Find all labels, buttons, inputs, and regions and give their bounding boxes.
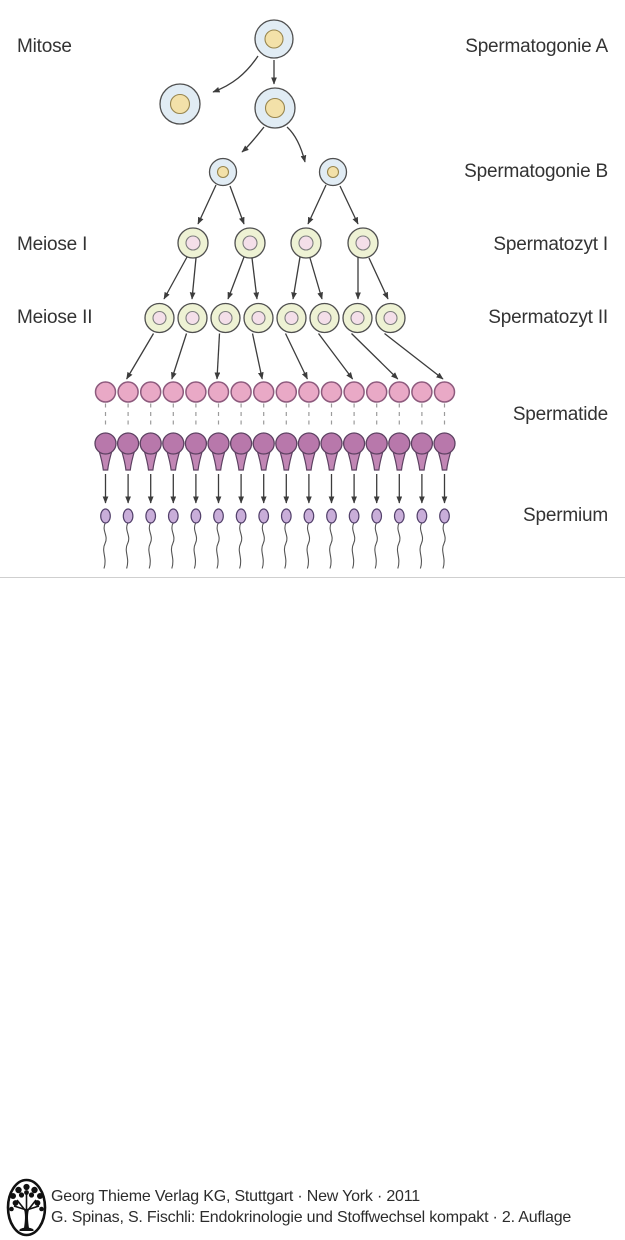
- label-spermatozyt-2: Spermatozyt II: [488, 307, 608, 328]
- spermatozyt2-cells: [144, 302, 406, 334]
- spermatogonie-b-cells: [208, 157, 348, 187]
- publisher-line: Georg Thieme Verlag KG, Stuttgart · New …: [51, 1188, 420, 1205]
- spermatide-to-spermium-arrows: [102, 474, 448, 504]
- label-spermatogonie-a: Spermatogonie A: [465, 36, 608, 57]
- spermatogonie-a-cells: [159, 19, 296, 129]
- spermatide-teardrop-row: [94, 432, 456, 471]
- spermatide-maturation-dashes: [104, 403, 446, 429]
- spermatogenesis-diagram: Mitose Meiose I Meiose II Spermatogonie …: [0, 0, 625, 585]
- label-spermatide: Spermatide: [512, 404, 608, 425]
- footer: Georg Thieme Verlag KG, Stuttgart · New …: [0, 578, 625, 1237]
- b-to-spermatozyt1-arrows: [197, 184, 359, 225]
- label-meiose-1: Meiose I: [17, 234, 88, 255]
- label-meiose-2: Meiose II: [17, 307, 93, 328]
- meiose2-fan-arrows: [126, 332, 444, 380]
- spermatozyt1-cells: [177, 227, 379, 259]
- spermatide-round-row: [94, 381, 456, 403]
- label-spermatogonie-b: Spermatogonie B: [464, 161, 608, 182]
- meiose1-arrows: [163, 256, 389, 300]
- label-spermatozyt-1: Spermatozyt I: [493, 234, 608, 255]
- label-spermium: Spermium: [523, 505, 608, 526]
- label-mitose: Mitose: [17, 36, 72, 57]
- footer-divider: [0, 577, 625, 578]
- lineage-tree-canvas: [94, 19, 456, 569]
- book-title-line: G. Spinas, S. Fischli: Endokrinologie un…: [51, 1209, 572, 1226]
- thieme-tree-logo-icon: [6, 1178, 47, 1237]
- spermium-row: [100, 508, 450, 569]
- mitose-arrows: [212, 55, 307, 163]
